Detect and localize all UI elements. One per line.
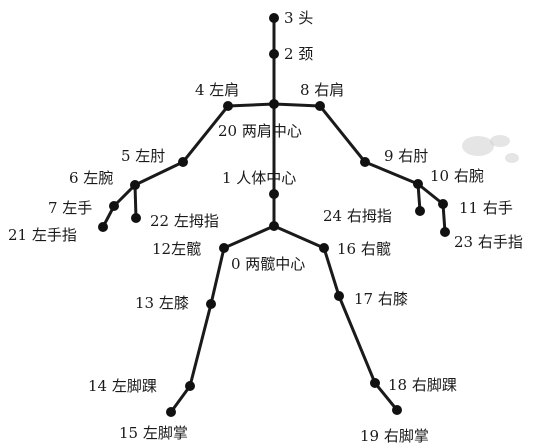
joint-1 xyxy=(269,189,279,199)
bone-6-22 xyxy=(133,183,138,220)
bone-10-11 xyxy=(416,182,445,206)
joint-label-16: 16 右髋 xyxy=(337,240,391,258)
joint-11 xyxy=(438,199,448,209)
bone-0-16 xyxy=(272,224,326,250)
joint-19 xyxy=(392,405,402,415)
joint-label-23: 23 右手指 xyxy=(454,233,523,251)
bone-0-12 xyxy=(222,224,276,250)
joint-17 xyxy=(334,291,344,301)
smudge-mark xyxy=(462,135,519,163)
joint-3 xyxy=(269,13,279,23)
joint-2 xyxy=(269,49,279,59)
joints-layer xyxy=(98,13,450,417)
joint-label-22: 22 左拇指 xyxy=(150,212,219,230)
joint-22 xyxy=(131,213,141,223)
joint-8 xyxy=(315,101,325,111)
joint-label-10: 10 右腕 xyxy=(430,167,484,185)
labels-layer: 0 两髋中心 1 人体中心 2 颈 3 头 4 左肩 5 左肘 6 左腕 7 左手 8 右肩 9 … xyxy=(8,9,523,445)
joint-0 xyxy=(269,221,279,231)
joint-6 xyxy=(130,180,140,190)
bone-17-18 xyxy=(337,294,377,385)
joint-label-13: 13 左膝 xyxy=(135,294,189,312)
joint-10 xyxy=(413,179,423,189)
joint-20 xyxy=(269,99,279,109)
joint-label-9: 9 右肘 xyxy=(384,147,428,165)
joint-label-24: 24 右拇指 xyxy=(323,207,392,225)
bone-14-15 xyxy=(169,384,192,414)
bone-20-8 xyxy=(272,102,322,108)
joint-21 xyxy=(98,222,108,232)
joint-5 xyxy=(178,157,188,167)
joint-label-6: 6 左腕 xyxy=(69,169,113,187)
joint-label-2: 2 颈 xyxy=(284,45,313,63)
bones-layer xyxy=(101,16,447,414)
joint-9 xyxy=(360,157,370,167)
joint-label-21: 21 左手指 xyxy=(8,226,77,244)
joint-16 xyxy=(319,243,329,253)
joint-label-3: 3 头 xyxy=(284,9,313,27)
joint-label-7: 7 左手 xyxy=(48,199,92,217)
joint-label-8: 8 右肩 xyxy=(300,81,344,99)
bone-16-17 xyxy=(322,246,341,298)
joint-label-19: 19 右脚掌 xyxy=(360,427,429,445)
joint-7 xyxy=(109,201,119,211)
joint-label-17: 17 右膝 xyxy=(354,290,408,308)
joint-label-18: 18 右脚踝 xyxy=(388,376,457,394)
joint-label-20: 20 两肩中心 xyxy=(218,122,302,140)
joint-24 xyxy=(415,206,425,216)
joint-12 xyxy=(219,243,229,253)
joint-23 xyxy=(440,227,450,237)
joint-label-14: 14 左脚踝 xyxy=(88,377,157,395)
bone-12-13 xyxy=(209,246,226,306)
bone-13-14 xyxy=(188,302,213,388)
joint-label-11: 11 右手 xyxy=(459,199,513,217)
joint-label-4: 4 左肩 xyxy=(195,81,239,99)
joint-15 xyxy=(166,407,176,417)
joint-13 xyxy=(206,299,216,309)
bone-8-9 xyxy=(318,104,367,164)
bone-20-4 xyxy=(226,102,276,108)
bone-18-19 xyxy=(373,381,399,412)
joint-label-1: 1 人体中心 xyxy=(222,169,296,187)
joint-label-12: 12左髋 xyxy=(152,240,201,258)
joint-label-0: 0 两髋中心 xyxy=(231,255,305,273)
joint-14 xyxy=(185,381,195,391)
bone-4-5 xyxy=(181,104,230,164)
joint-label-5: 5 左肘 xyxy=(121,147,165,165)
joint-label-15: 15 左脚掌 xyxy=(119,424,188,442)
bone-9-10 xyxy=(363,160,420,186)
joint-18 xyxy=(370,378,380,388)
joint-4 xyxy=(223,101,233,111)
bone-5-6 xyxy=(133,160,185,187)
